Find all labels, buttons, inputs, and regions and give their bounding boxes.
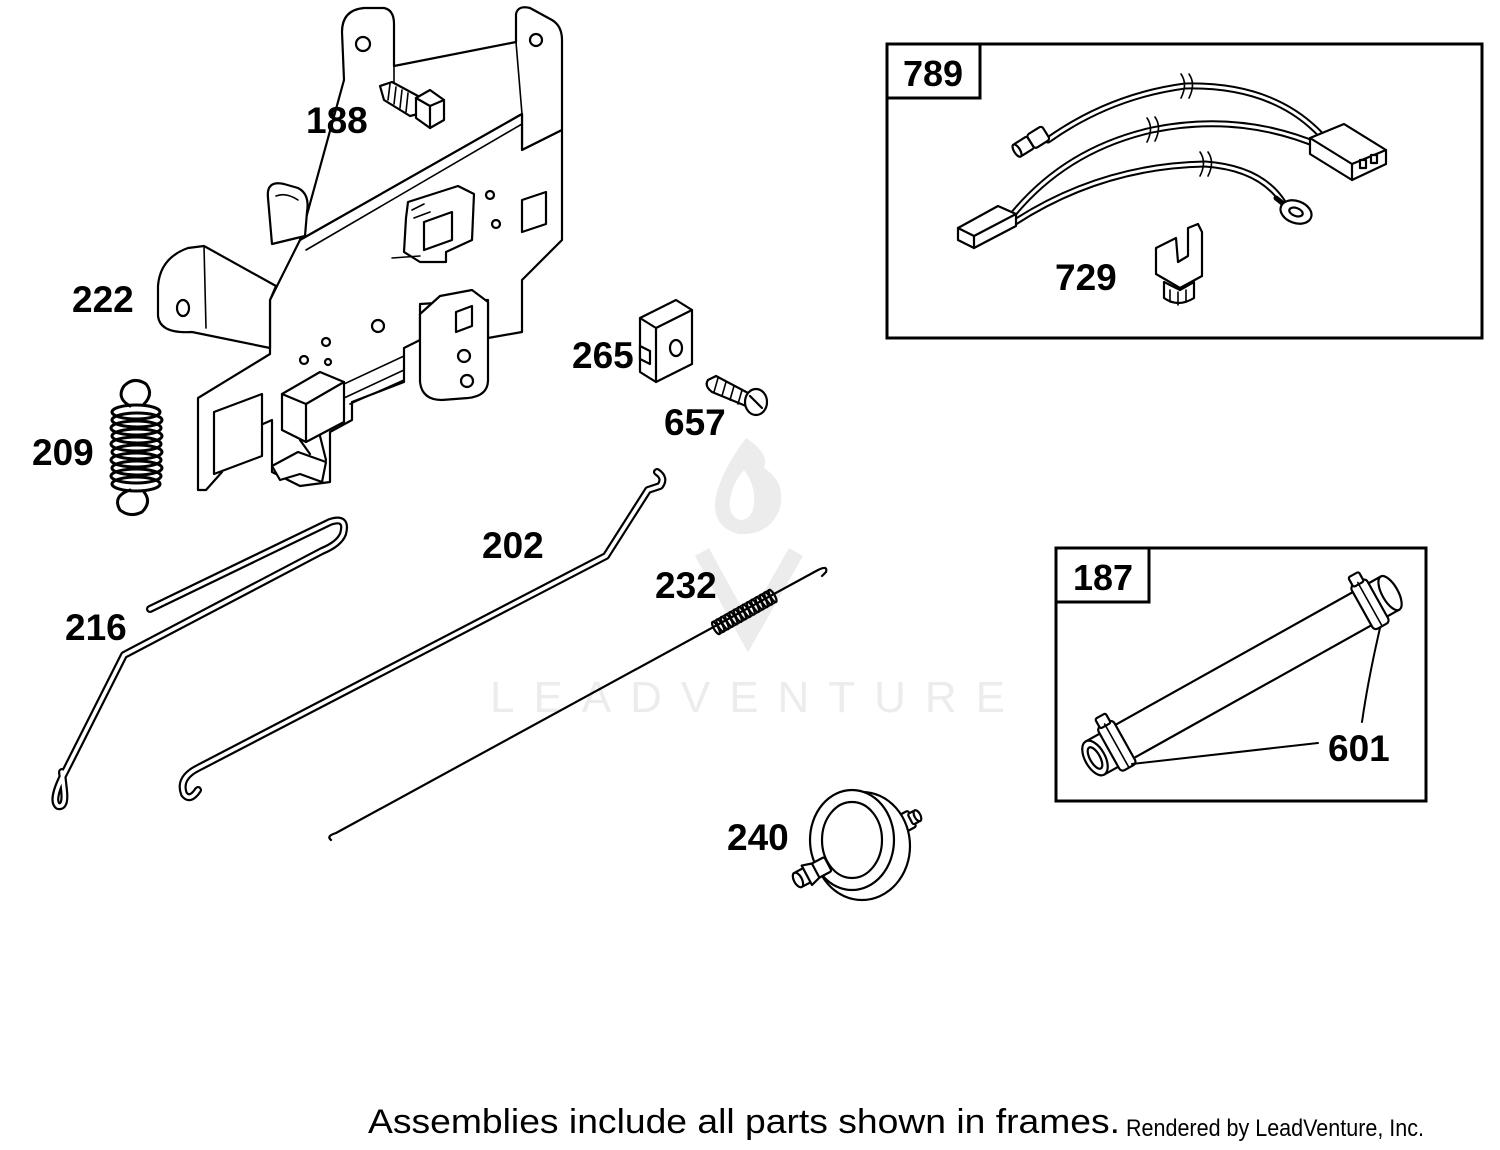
watermark-text: LEADVENTURE (490, 673, 1005, 722)
frame-label-187[interactable]: 187 (1073, 557, 1133, 598)
filter-240-drawing (791, 788, 923, 902)
rod-216-drawing (51, 516, 349, 811)
callout-216[interactable]: 216 (65, 607, 127, 648)
clip-729-drawing (1154, 222, 1204, 306)
spring-209-drawing (109, 379, 164, 517)
footer-note: Assemblies include all parts shown in fr… (368, 1103, 1120, 1141)
frame-label-box (1054, 546, 1151, 604)
assembly-frame-789: 789 (885, 42, 1484, 340)
bolt-188-drawing (378, 80, 446, 130)
callout-232[interactable]: 232 (655, 565, 717, 606)
rod-202-drawing (178, 468, 667, 802)
footer-credit: Rendered by LeadVenture, Inc. (1126, 1115, 1424, 1142)
wire-harness-drawing (956, 73, 1388, 250)
frame-label-box (885, 42, 982, 100)
callout-202[interactable]: 202 (482, 525, 544, 566)
hose-drawing (1081, 571, 1403, 777)
callout-729[interactable]: 729 (1055, 257, 1117, 298)
leader-line-601-left (1131, 742, 1319, 765)
leader-line-601-right (1361, 627, 1381, 723)
footer: Assemblies include all parts shown in fr… (368, 1103, 1424, 1142)
link-232-drawing (328, 566, 828, 842)
callout-265[interactable]: 265 (572, 335, 634, 376)
assembly-frame-187: 187 (1054, 546, 1428, 803)
callout-657[interactable]: 657 (664, 402, 726, 443)
frame-label-789[interactable]: 789 (903, 53, 963, 94)
callout-209[interactable]: 209 (32, 432, 94, 473)
block-265-drawing (638, 298, 694, 384)
callout-labels: 188 222 209 216 202 232 240 265 657 729 … (32, 100, 1390, 858)
hose-clamp-left (1094, 712, 1137, 772)
watermark-flame-icon (714, 438, 782, 535)
callout-222[interactable]: 222 (72, 279, 134, 320)
watermark-v-icon (694, 548, 803, 653)
callout-601[interactable]: 601 (1328, 728, 1390, 769)
screw-657-drawing (705, 374, 769, 417)
callout-188[interactable]: 188 (306, 100, 368, 141)
hose-clamp-right (1347, 571, 1390, 631)
control-bracket-drawing (156, 6, 564, 492)
frame-border (885, 42, 1484, 340)
frame-border (1054, 546, 1428, 803)
callout-240[interactable]: 240 (727, 817, 789, 858)
